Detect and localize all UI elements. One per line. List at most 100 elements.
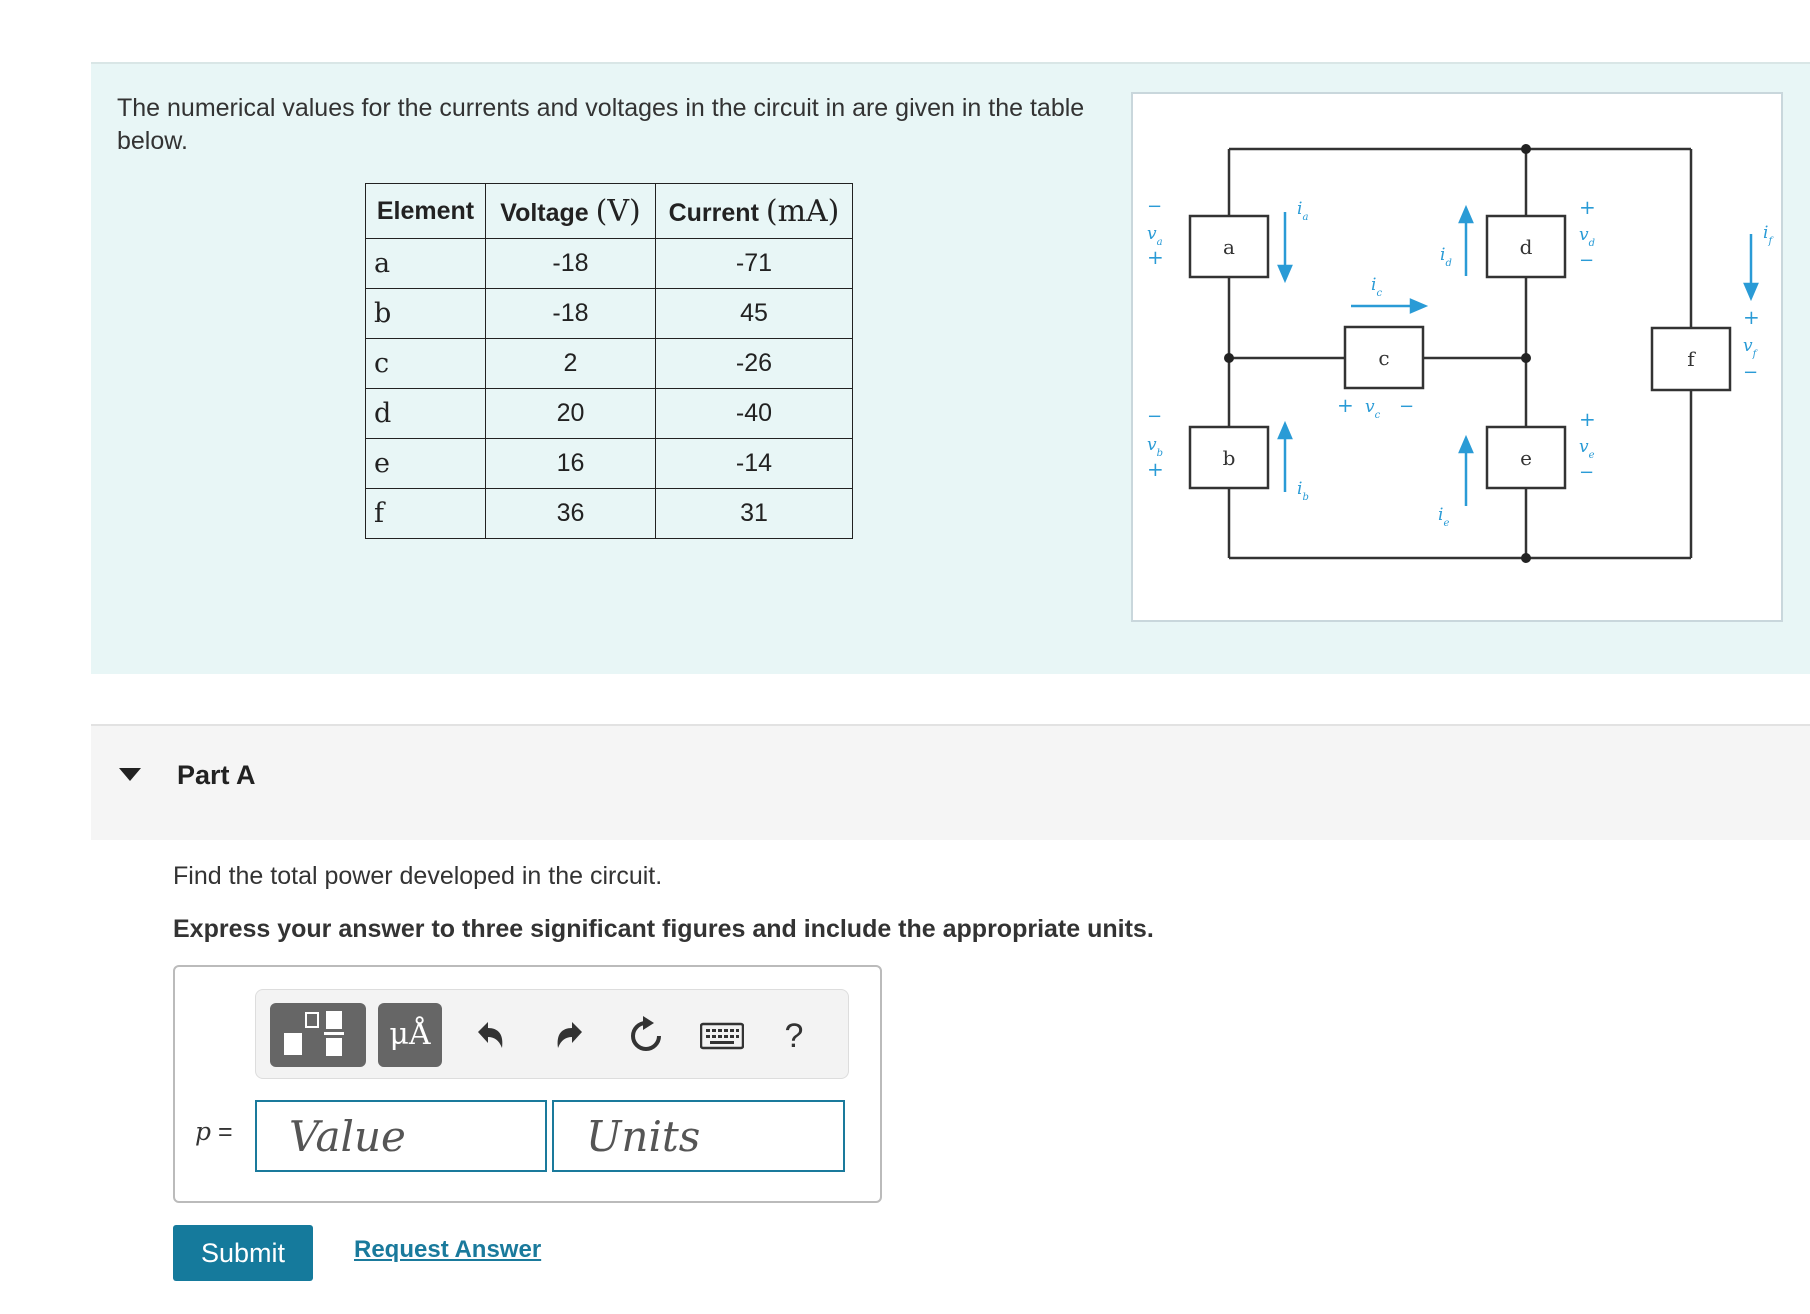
- cell-voltage: -18: [485, 238, 656, 289]
- submit-button[interactable]: Submit: [173, 1225, 313, 1281]
- cell-element: f: [365, 488, 486, 539]
- problem-statement: The numerical values for the currents an…: [91, 62, 1810, 674]
- cell-voltage: 16: [485, 438, 656, 489]
- svg-text:vb: vb: [1147, 435, 1163, 459]
- svg-text:+: +: [1579, 407, 1596, 431]
- element-f-box: [1650, 326, 1732, 392]
- cell-element: a: [365, 238, 486, 289]
- svg-text:ib: ib: [1297, 479, 1309, 503]
- part-a-title: Part A: [177, 760, 256, 790]
- circuit-figure: a b c d e f i: [1131, 92, 1783, 622]
- element-c-label: c: [1378, 346, 1389, 370]
- element-a-box: [1188, 214, 1270, 279]
- current-arrows: [1277, 204, 1759, 506]
- voltage-labels: − va + − vb + + vc − + vd − + ve − + vf …: [1147, 195, 1760, 483]
- redo-button[interactable]: [546, 1012, 594, 1060]
- problem-intro: The numerical values for the currents an…: [117, 94, 1085, 155]
- table-row: d 20 -40: [365, 388, 853, 439]
- cell-current: -71: [655, 238, 853, 289]
- svg-text:if: if: [1763, 223, 1774, 247]
- svg-text:id: id: [1440, 245, 1452, 269]
- cell-current: 31: [655, 488, 853, 539]
- cell-element: c: [365, 338, 486, 389]
- svg-text:−: −: [1399, 396, 1414, 417]
- part-a-question: Find the total power developed in the ci…: [173, 862, 663, 890]
- svg-text:−: −: [1579, 462, 1594, 483]
- undo-button[interactable]: [466, 1012, 514, 1060]
- variable-name: p: [195, 1117, 212, 1146]
- units-button[interactable]: μÅ: [378, 1003, 442, 1067]
- svg-text:−: −: [1147, 406, 1162, 427]
- circuit-wires: [1227, 147, 1693, 560]
- units-field[interactable]: [552, 1100, 845, 1172]
- element-f-label: f: [1687, 347, 1696, 371]
- element-e-box: [1485, 425, 1567, 490]
- table-row: e 16 -14: [365, 438, 853, 489]
- cell-element: d: [365, 388, 486, 439]
- cell-voltage: 2: [485, 338, 656, 389]
- cell-element: e: [365, 438, 486, 489]
- circuit-nodes: [1224, 144, 1531, 563]
- request-answer-link[interactable]: Request Answer: [354, 1236, 542, 1263]
- keyboard-icon: [700, 1022, 744, 1050]
- header-voltage-unit: (V): [595, 193, 641, 229]
- header-current-unit: (mA): [765, 193, 840, 229]
- help-button[interactable]: ?: [784, 1016, 804, 1055]
- svg-text:ia: ia: [1297, 199, 1308, 223]
- math-toolbar: μÅ: [255, 989, 849, 1079]
- values-table: Element Voltage (V) Current (mA) a -18 -…: [365, 183, 853, 539]
- templates-icon: [284, 1011, 344, 1056]
- undo-icon: [478, 1022, 503, 1048]
- svg-text:−: −: [1147, 196, 1162, 217]
- templates-button[interactable]: [270, 1003, 366, 1067]
- collapse-caret-icon[interactable]: [119, 768, 141, 781]
- cell-element: b: [365, 288, 486, 339]
- cell-current: -26: [655, 338, 853, 389]
- element-b-label: b: [1223, 446, 1236, 470]
- svg-text:ic: ic: [1371, 275, 1382, 299]
- element-d-box: [1485, 214, 1567, 279]
- table-row: a -18 -71: [365, 238, 853, 289]
- equals-sign: =: [217, 1118, 233, 1146]
- cell-current: -14: [655, 438, 853, 489]
- svg-text:vd: vd: [1579, 225, 1595, 249]
- keyboard-button[interactable]: [694, 1012, 750, 1060]
- header-element: Element: [365, 183, 486, 239]
- svg-text:+: +: [1147, 457, 1164, 481]
- circuit-diagram: a b c d e f i: [1147, 144, 1774, 563]
- variable-label: p =: [195, 1117, 233, 1147]
- part-a-header[interactable]: Part A: [91, 724, 1810, 840]
- table-header-row: Element Voltage (V) Current (mA): [365, 183, 853, 239]
- table-row: f 36 31: [365, 488, 853, 539]
- reset-icon: [631, 1016, 661, 1051]
- table-row: b -18 45: [365, 288, 853, 339]
- svg-text:ve: ve: [1579, 437, 1595, 461]
- cell-voltage: 36: [485, 488, 656, 539]
- redo-icon: [557, 1022, 582, 1048]
- table-row: c 2 -26: [365, 338, 853, 389]
- svg-text:+: +: [1337, 393, 1354, 417]
- element-c-box: [1343, 325, 1425, 390]
- svg-text:−: −: [1743, 362, 1758, 383]
- reset-button[interactable]: [622, 1012, 670, 1060]
- svg-text:+: +: [1579, 195, 1596, 219]
- header-current: Current (mA): [655, 183, 853, 239]
- svg-text:vc: vc: [1365, 397, 1381, 421]
- part-a-instruction: Express your answer to three significant…: [173, 915, 1154, 943]
- cell-current: 45: [655, 288, 853, 339]
- svg-text:vf: vf: [1743, 336, 1759, 360]
- svg-text:−: −: [1579, 250, 1594, 271]
- element-a-label: a: [1223, 235, 1235, 259]
- cell-voltage: 20: [485, 388, 656, 439]
- answer-box: μÅ: [173, 965, 882, 1203]
- element-b-box: [1188, 425, 1270, 490]
- units-input[interactable]: [554, 1102, 843, 1170]
- value-input[interactable]: [257, 1102, 545, 1170]
- svg-text:+: +: [1147, 245, 1164, 269]
- element-e-label: e: [1520, 446, 1532, 470]
- svg-text:+: +: [1743, 305, 1760, 329]
- cell-voltage: -18: [485, 288, 656, 339]
- header-current-label: Current: [668, 198, 759, 227]
- header-voltage: Voltage (V): [485, 183, 656, 239]
- value-field[interactable]: [255, 1100, 547, 1172]
